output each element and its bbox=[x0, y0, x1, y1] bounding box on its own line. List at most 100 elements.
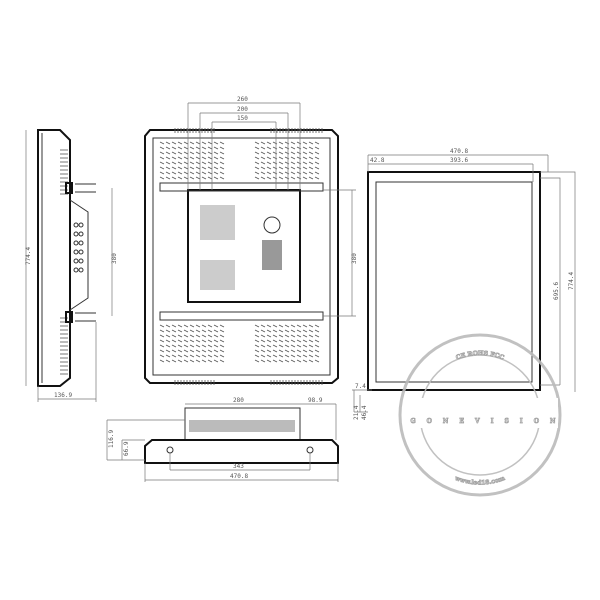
vent-hatch bbox=[302, 156, 308, 160]
vent-hatch bbox=[189, 324, 195, 328]
vent-hatch bbox=[278, 334, 284, 338]
vent-hatch bbox=[308, 171, 314, 175]
vent-hatch bbox=[213, 161, 219, 165]
vent-hatch bbox=[165, 349, 171, 353]
vent-hatch bbox=[296, 329, 302, 333]
vent-hatch bbox=[254, 146, 260, 150]
vent-hatch bbox=[272, 324, 278, 328]
vent-hatch bbox=[284, 354, 290, 358]
vent-hatch bbox=[272, 161, 278, 165]
vent-hatch bbox=[302, 166, 308, 170]
vent-hatch bbox=[302, 329, 308, 333]
vent-hatch bbox=[189, 329, 195, 333]
vent-hatch bbox=[284, 324, 290, 328]
vent-hatch bbox=[219, 354, 225, 358]
vent-hatch bbox=[159, 329, 165, 333]
vent-hatch bbox=[308, 339, 314, 343]
vent-hatch bbox=[272, 339, 278, 343]
port bbox=[73, 249, 79, 255]
vent-hatch bbox=[314, 354, 320, 358]
vent-hatch bbox=[177, 151, 183, 155]
dim-lines-top bbox=[367, 154, 549, 182]
vent-hatch bbox=[219, 156, 225, 160]
seal-outer-ring bbox=[398, 333, 562, 497]
vent-hatch bbox=[183, 354, 189, 358]
vent-hatch bbox=[254, 344, 260, 348]
vent-hatch bbox=[195, 166, 201, 170]
vent-hatch bbox=[201, 151, 207, 155]
vent-hatch bbox=[183, 141, 189, 145]
port bbox=[73, 231, 79, 237]
front-view: 260 200 150 380 bbox=[144, 96, 358, 385]
vent-hatch bbox=[213, 349, 219, 353]
dim-label-vesa-outer: 260 bbox=[237, 96, 248, 103]
vent-hatch bbox=[213, 324, 219, 328]
vent-hatch bbox=[177, 161, 183, 165]
vent-hatch bbox=[302, 161, 308, 165]
vent-hatch bbox=[171, 329, 177, 333]
vent-hatch bbox=[159, 359, 165, 363]
vent-hatch bbox=[159, 151, 165, 155]
vent-hatch bbox=[272, 176, 278, 180]
vent-hatch bbox=[219, 166, 225, 170]
mount-hole-left bbox=[166, 446, 174, 454]
dim-label-depth-body: 66.9 bbox=[123, 441, 130, 456]
vent-hatch bbox=[219, 176, 225, 180]
vent-hatch bbox=[254, 334, 260, 338]
vent-hatch bbox=[266, 141, 272, 145]
bottom-body bbox=[144, 439, 339, 464]
vent-hatch bbox=[272, 344, 278, 348]
vent-hatch bbox=[159, 324, 165, 328]
vent-hatch bbox=[201, 146, 207, 150]
vent-hatch bbox=[219, 359, 225, 363]
vent-hatch bbox=[284, 171, 290, 175]
vent-hatch bbox=[260, 349, 266, 353]
vent-hatch bbox=[195, 151, 201, 155]
vent-hatch bbox=[314, 329, 320, 333]
vent-hatch bbox=[296, 344, 302, 348]
dim-label-margin: 42.8 bbox=[370, 157, 385, 164]
vent-hatch bbox=[266, 329, 272, 333]
vent-hatch bbox=[219, 344, 225, 348]
vent-hatch bbox=[308, 156, 314, 160]
vent-hatch bbox=[219, 324, 225, 328]
dim-label-mount: 380 bbox=[111, 253, 118, 264]
vent-hatch bbox=[296, 176, 302, 180]
vent-hatch bbox=[278, 141, 284, 145]
vent-hatch bbox=[165, 161, 171, 165]
vent-hatch bbox=[278, 324, 284, 328]
port bbox=[78, 240, 84, 246]
vent-hatch bbox=[159, 166, 165, 170]
vent-hatch bbox=[183, 171, 189, 175]
vent-hatch bbox=[272, 334, 278, 338]
vent-hatch bbox=[183, 329, 189, 333]
vent-hatch bbox=[201, 176, 207, 180]
vent-hatch bbox=[201, 166, 207, 170]
vent-hatch bbox=[195, 161, 201, 165]
vent-hatch bbox=[296, 146, 302, 150]
vent-hatch bbox=[260, 151, 266, 155]
vent-hatch bbox=[278, 171, 284, 175]
vent-hatch bbox=[171, 171, 177, 175]
vent-hatch bbox=[189, 156, 195, 160]
vent-hatch bbox=[165, 329, 171, 333]
vent-hatch bbox=[296, 354, 302, 358]
dim-line-mount-height bbox=[323, 189, 356, 317]
vent-hatch bbox=[266, 324, 272, 328]
vent-hatch bbox=[314, 334, 320, 338]
vent-hatch bbox=[284, 151, 290, 155]
vent-hatch bbox=[165, 146, 171, 150]
dim-label-c: 46.4 bbox=[361, 405, 368, 420]
vent-hatch bbox=[189, 359, 195, 363]
vent-hatch bbox=[308, 141, 314, 145]
vent-hatch bbox=[278, 146, 284, 150]
dim-line-vesa-inner bbox=[211, 121, 277, 190]
vent-hatch bbox=[207, 176, 213, 180]
vent-hatch bbox=[272, 349, 278, 353]
vent-hatch bbox=[296, 171, 302, 175]
vent-hatch bbox=[308, 166, 314, 170]
vent-hatch bbox=[266, 339, 272, 343]
dim-line-bracket bbox=[185, 403, 337, 440]
vent-hatch bbox=[177, 166, 183, 170]
